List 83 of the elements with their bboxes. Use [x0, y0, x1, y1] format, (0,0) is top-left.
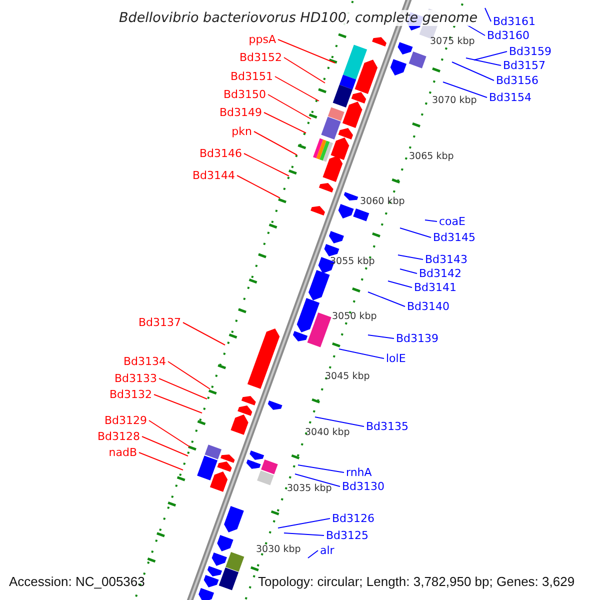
leader-line — [138, 452, 184, 470]
gene-label: Bd3129 — [104, 414, 147, 427]
leader-line — [268, 94, 312, 120]
gene-label: Bd3160 — [487, 29, 530, 42]
leader-line — [236, 175, 280, 198]
leader-line — [388, 280, 412, 288]
gene-label: Bd3143 — [425, 253, 468, 266]
gene-label: Bd3157 — [503, 59, 546, 72]
leader-line — [474, 51, 508, 60]
leader-line — [466, 24, 486, 36]
gene-label: Bd3125 — [326, 529, 369, 542]
gene-label: Bd3144 — [192, 169, 235, 182]
leader-line — [314, 416, 364, 427]
leader-line — [400, 228, 432, 238]
gene-label: rnhA — [346, 466, 372, 479]
leader-line — [452, 62, 494, 81]
gene-label: coaE — [439, 215, 466, 228]
gene-label: Bd3146 — [199, 147, 242, 160]
scale-label: 3070 kbp — [432, 95, 477, 107]
scale-label: 3035 kbp — [287, 483, 332, 495]
gene-label: Bd3161 — [493, 15, 536, 28]
gene-label: Bd3154 — [489, 91, 532, 104]
info-text: Accession: NC_005363 — [9, 574, 145, 589]
leader-line — [368, 292, 406, 307]
gene-label: lolE — [386, 352, 406, 365]
leader-line — [298, 464, 344, 473]
leader-line — [182, 322, 226, 346]
scale-label: 3040 kbp — [305, 427, 350, 439]
leader-line — [484, 8, 492, 22]
scale-label: 3030 kbp — [256, 544, 301, 556]
gene-label: Bd3140 — [407, 300, 450, 313]
gene-label: Bd3135 — [366, 420, 409, 433]
scale-label: 3055 kbp — [330, 256, 375, 268]
leader-line — [442, 82, 488, 98]
leader-line — [338, 348, 384, 359]
gene-label: alr — [320, 544, 334, 557]
gene-label: Bd3132 — [109, 388, 152, 401]
gene-label: Bd3133 — [114, 372, 157, 385]
leader-line — [400, 268, 418, 274]
gene-label: Bd3139 — [396, 332, 439, 345]
gene-label: Bd3156 — [496, 74, 539, 87]
gene-label: Bd3150 — [223, 88, 266, 101]
leader-line — [308, 550, 318, 558]
leader-line — [284, 57, 326, 84]
leader-line — [278, 39, 336, 64]
leader-line — [274, 76, 320, 102]
leader-line — [294, 474, 340, 487]
leader-line — [158, 378, 208, 400]
scale-label: 3050 kbp — [332, 311, 377, 323]
gene-label: ppsA — [248, 33, 276, 46]
leader-line — [254, 131, 298, 156]
leader-line — [424, 220, 438, 222]
leader-line — [154, 394, 202, 414]
leader-line — [284, 532, 324, 536]
gene-label: Bd3137 — [138, 316, 181, 329]
gene-label: Bd3134 — [123, 355, 166, 368]
leader-line — [368, 334, 394, 339]
leader-line — [264, 112, 306, 134]
gene-label: Bd3142 — [419, 267, 462, 280]
leader-line — [148, 420, 190, 448]
scale-label: 3060 kbp — [360, 196, 405, 208]
gene-label: Bd3141 — [414, 281, 457, 294]
info-text: Topology: circular; Length: 3,782,950 bp; Genes: 3,629 — [258, 574, 575, 589]
gene-label: Bd3130 — [342, 480, 385, 493]
leader-line — [244, 153, 290, 176]
gene-label: Bd3145 — [433, 231, 476, 244]
gene-label: Bd3151 — [230, 70, 273, 83]
gene-label: Bd3149 — [219, 106, 262, 119]
scale-label: 3065 kbp — [409, 151, 454, 163]
gene-label: pkn — [232, 125, 252, 138]
gene-label: Bd3152 — [239, 51, 282, 64]
leader-line — [398, 254, 424, 260]
gene-label: Bd3126 — [332, 512, 375, 525]
leader-line — [142, 436, 188, 456]
title: Bdellovibrio bacteriovorus HD100, complete genome — [119, 10, 478, 26]
gene-label: nadB — [108, 446, 137, 459]
scale-label: 3075 kbp — [430, 36, 475, 48]
gene-label: Bd3128 — [97, 430, 140, 443]
leader-line — [278, 518, 330, 528]
gene-label: Bd3159 — [509, 45, 552, 58]
leader-line — [466, 58, 502, 66]
scale-label: 3045 kbp — [325, 371, 370, 383]
leader-line — [168, 361, 210, 390]
